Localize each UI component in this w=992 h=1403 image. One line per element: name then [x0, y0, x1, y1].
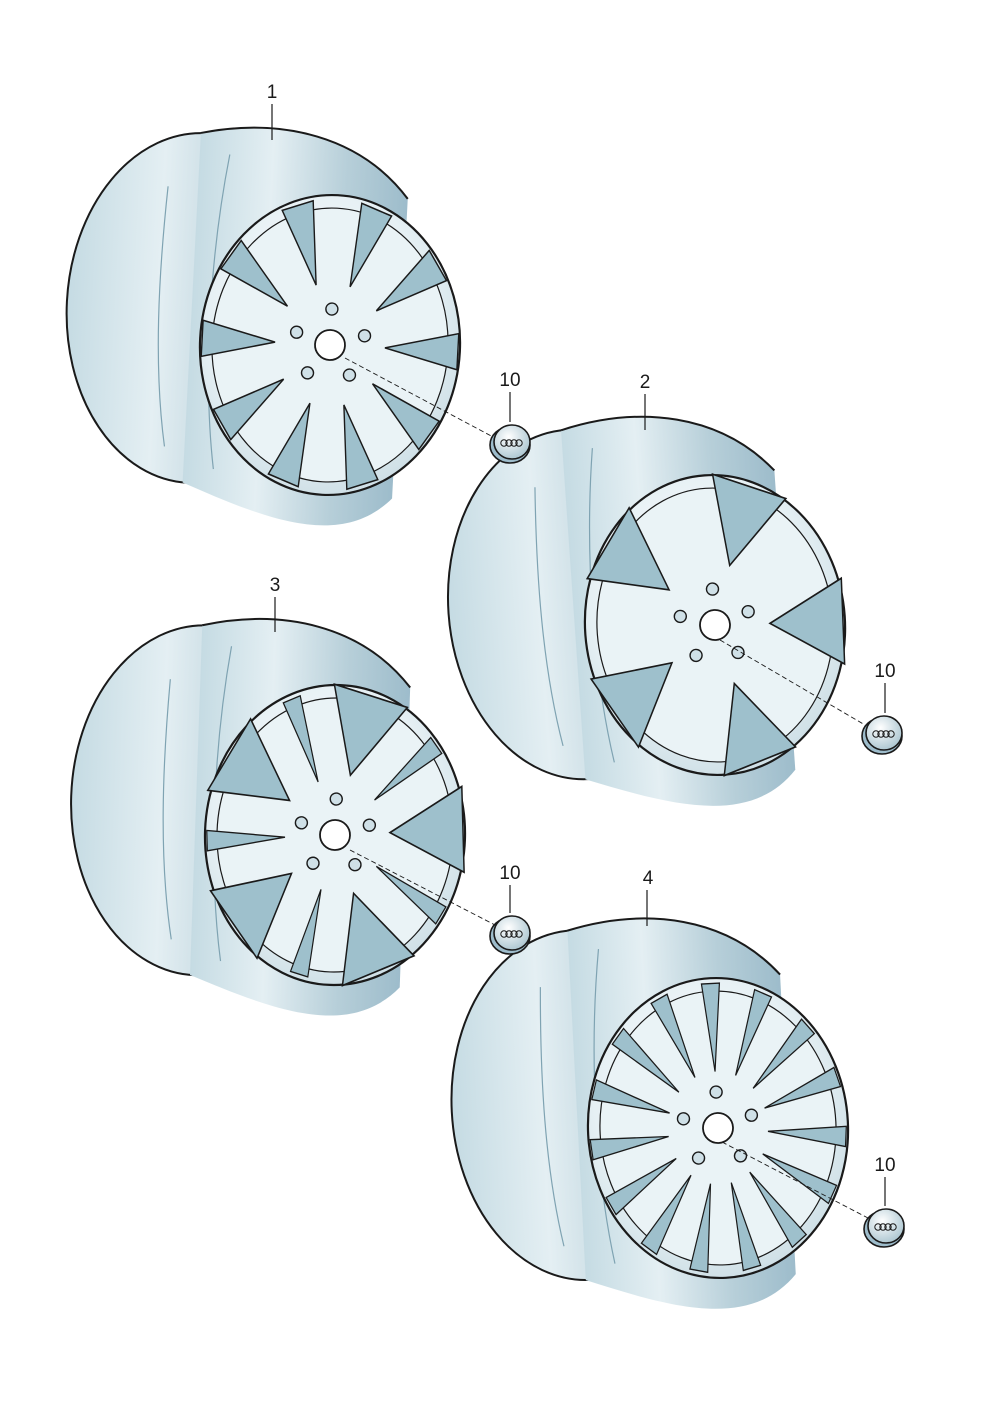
- callout-cap-3: 10: [499, 863, 520, 884]
- wheel-4: [441, 907, 859, 1324]
- assembly-line-2: [719, 639, 866, 726]
- callout-cap-2: 10: [874, 661, 895, 682]
- callout-cap-4: 10: [874, 1155, 895, 1176]
- assembly-line-1: [344, 357, 496, 439]
- center-cap-1: [489, 424, 531, 464]
- callout-cap-1: 10: [499, 370, 520, 391]
- wheel-2: [434, 401, 859, 825]
- center-cap-4: [863, 1208, 905, 1248]
- callout-wheel-2: 2: [640, 372, 651, 393]
- callout-wheel-3: 3: [270, 575, 281, 596]
- wheel-1: [54, 116, 473, 534]
- callout-wheel-1: 1: [267, 82, 278, 103]
- assembly-line-4: [721, 1141, 869, 1219]
- assembly-line-3: [349, 849, 496, 926]
- center-cap-3: [489, 915, 531, 955]
- wheel-3: [62, 611, 474, 1022]
- callout-wheel-4: 4: [643, 868, 654, 889]
- center-cap-2: [861, 715, 903, 755]
